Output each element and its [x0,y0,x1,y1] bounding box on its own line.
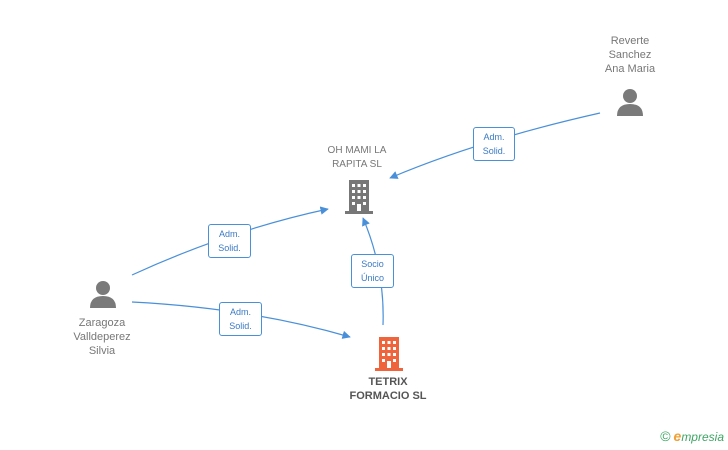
node-label-reverte[interactable]: Reverte Sanchez Ana Maria [604,35,656,75]
node-label-zaragoza[interactable]: Zaragoza Valldeperez Silvia [73,317,131,357]
node-label-tetrix[interactable]: TETRIX FORMACIO SL [349,376,427,402]
building-icon[interactable] [345,178,373,214]
person-icon[interactable] [615,88,645,116]
node-label-ohmami[interactable]: OH MAMI LA RAPITA SL [327,145,387,170]
edge-label-tetrix-ohmami[interactable]: Socio Único [351,254,394,288]
edge-label-zaragoza-ohmami[interactable]: Adm. Solid. [208,224,251,258]
edge-label-zaragoza-tetrix[interactable]: Adm. Solid. [219,302,262,336]
building-icon-highlight[interactable] [374,335,404,371]
brand-initial: e [673,428,682,444]
brand-name: mpresia [681,430,724,444]
person-icon[interactable] [88,280,118,308]
edge-label-reverte-ohmami[interactable]: Adm. Solid. [473,127,515,161]
copyright-icon: © [660,428,671,444]
brand-logo[interactable]: © empresia [660,428,724,444]
